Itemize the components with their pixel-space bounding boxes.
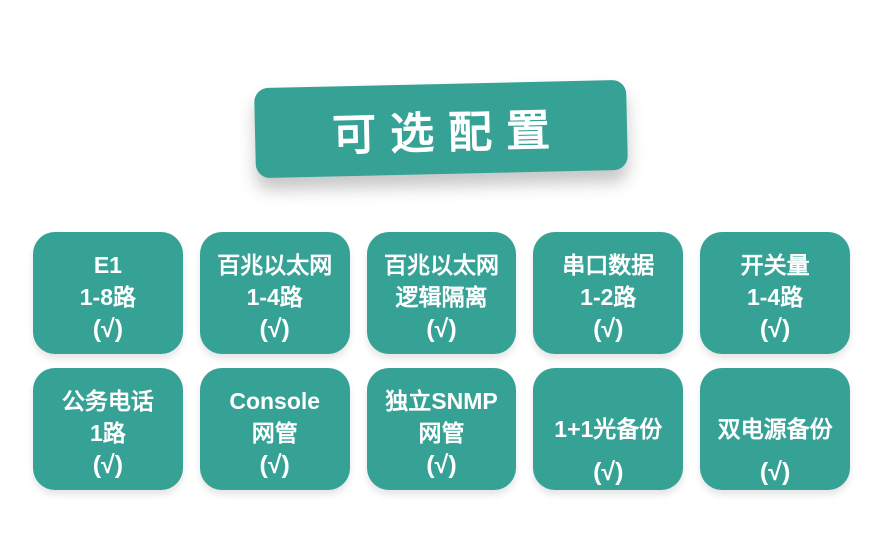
card-switch-signal: 开关量 1-4路 (√) — [700, 232, 850, 354]
check-mark: (√) — [259, 315, 290, 343]
check-mark: (√) — [593, 315, 624, 343]
option-cards-grid: E1 1-8路 (√) 百兆以太网 1-4路 (√) 百兆以太网 逻辑隔离 (√… — [33, 232, 850, 490]
card-console-nm: Console 网管 (√) — [199, 368, 350, 490]
card-line-1: 串口数据 — [562, 252, 655, 278]
card-line-1: Console — [229, 388, 321, 414]
card-line-1: 双电源备份 — [717, 416, 833, 442]
card-serial-data: 串口数据 1-2路 (√) — [533, 232, 684, 354]
check-mark: (√) — [759, 315, 791, 343]
card-line-2: 1路 — [90, 420, 126, 446]
card-line-1: 1+1光备份 — [554, 416, 663, 442]
card-optical-backup: 1+1光备份 (√) — [533, 368, 684, 490]
page-title: 可选配置 — [331, 106, 565, 161]
card-line-1: 百兆以太网 — [217, 252, 333, 278]
card-line-2: 网管 — [418, 420, 465, 446]
check-mark: (√) — [426, 451, 457, 479]
card-line-2: 1-2路 — [580, 284, 637, 310]
check-mark: (√) — [259, 451, 290, 479]
title-banner: 可选配置 — [254, 79, 628, 179]
card-e1: E1 1-8路 (√) — [33, 232, 183, 354]
card-line-2: 1-4路 — [246, 284, 303, 310]
check-mark: (√) — [759, 458, 791, 486]
card-line-2: 1-4路 — [746, 284, 804, 310]
card-line-1: 独立SNMP — [385, 388, 498, 414]
card-line-1: 百兆以太网 — [383, 252, 499, 278]
card-fast-ethernet: 百兆以太网 1-4路 (√) — [199, 232, 350, 354]
card-line-2: 逻辑隔离 — [395, 284, 488, 310]
card-line-1: E1 — [93, 252, 122, 278]
card-line-2: 网管 — [251, 420, 298, 446]
check-mark: (√) — [92, 315, 124, 343]
card-line-2: 1-8路 — [79, 284, 137, 310]
card-fast-ethernet-isolation: 百兆以太网 逻辑隔离 (√) — [366, 232, 517, 354]
card-line-1: 开关量 — [740, 252, 810, 278]
card-line-1: 公务电话 — [61, 388, 154, 414]
check-mark: (√) — [92, 451, 124, 479]
card-service-phone: 公务电话 1路 (√) — [33, 368, 183, 490]
check-mark: (√) — [426, 315, 457, 343]
card-power-backup: 双电源备份 (√) — [700, 368, 850, 490]
check-mark: (√) — [593, 458, 624, 486]
card-snmp-nm: 独立SNMP 网管 (√) — [366, 368, 517, 490]
